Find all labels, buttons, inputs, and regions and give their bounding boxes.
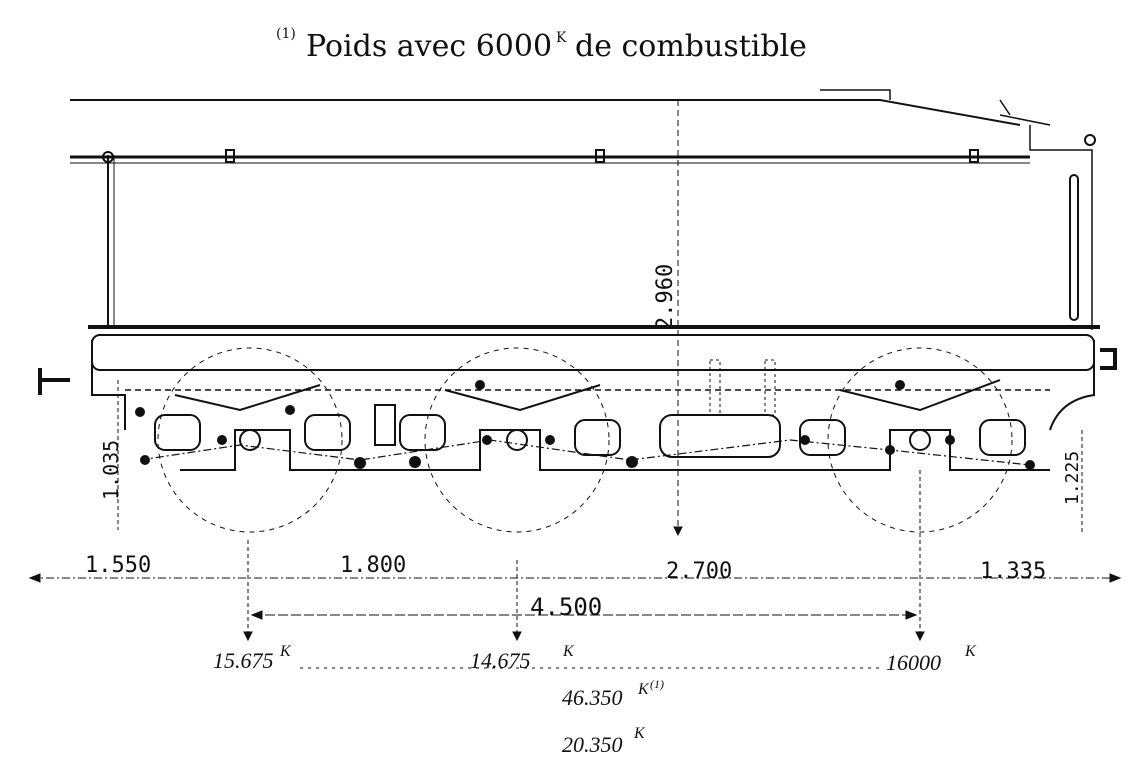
dim-overhang-rear: 1.335	[980, 559, 1046, 584]
weight-total-loaded: 46.350	[562, 685, 623, 710]
weight-axle-1: 15.675	[213, 648, 274, 673]
dim-wheelbase-2: 2.700	[666, 559, 732, 584]
brake-rigging	[135, 379, 1035, 470]
title-sup: K	[556, 30, 567, 46]
weight-axle-2-unit: K	[562, 643, 575, 660]
weight-axle-3-unit: K	[964, 643, 977, 660]
title-note-mark: (1)	[276, 26, 296, 42]
dim-right-height: 1.225	[1062, 451, 1083, 505]
wheel-2	[424, 347, 610, 533]
weight-total-loaded-note: (1)	[650, 677, 664, 691]
weight-total-loaded-unit: K	[637, 681, 650, 698]
weight-axle-1-unit: K	[279, 643, 292, 660]
dim-total-wheelbase: 4.500	[530, 593, 602, 621]
tank-body	[70, 89, 1096, 330]
dim-overhang-front: 1.550	[85, 553, 151, 578]
title-text-before: Poids avec 6000	[306, 29, 552, 64]
dimension-lines	[28, 100, 1122, 669]
wheel-3	[827, 347, 1013, 533]
dim-wheelbase-1: 1.800	[340, 553, 406, 578]
weight-empty-unit: K	[633, 725, 646, 742]
weight-axle-2: 14.675	[470, 648, 531, 673]
weight-empty: 20.350	[562, 732, 623, 757]
dim-height: 2.960	[653, 264, 678, 330]
axleboxes	[154, 414, 1026, 456]
dim-left-height: 1.035	[99, 440, 123, 500]
underframe	[38, 325, 1117, 471]
title-text-after: de combustible	[575, 29, 807, 64]
weight-axle-3: 16000	[886, 650, 941, 675]
wheels	[157, 347, 1013, 533]
wheel-1	[157, 347, 343, 533]
